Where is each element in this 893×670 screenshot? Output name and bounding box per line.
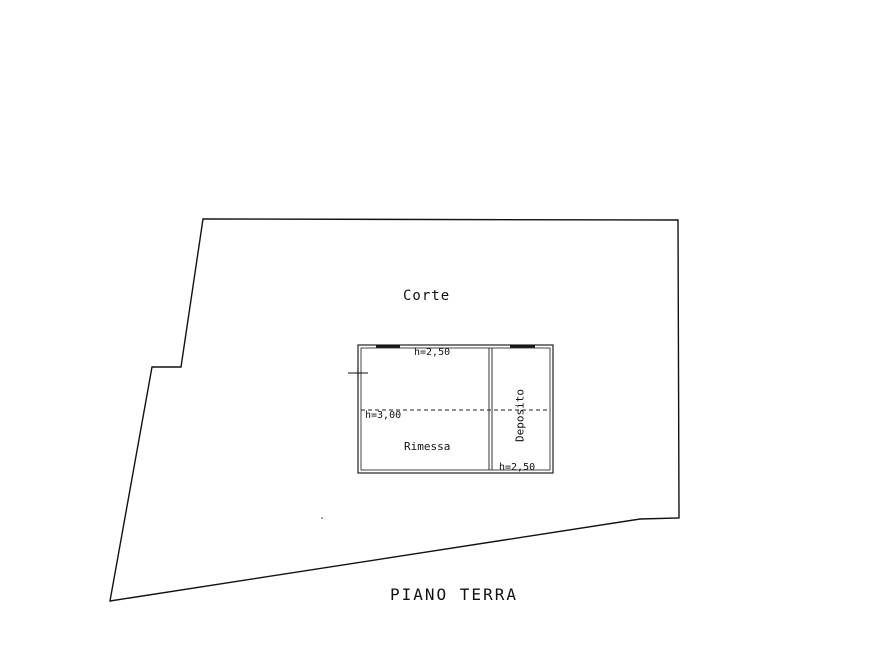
garage-top-height-label: h=2,50 [414, 347, 451, 358]
garage-label: Rimessa [404, 440, 451, 453]
storage-label: Deposito [513, 389, 527, 442]
storage-height-label: h=2,50 [499, 462, 536, 473]
lot-boundary [109, 218, 680, 602]
plan-title: PIANO TERRA [390, 585, 518, 604]
garage-mid-height-label: h=3,00 [365, 410, 402, 421]
building [348, 344, 554, 474]
courtyard-label: Corte [403, 288, 451, 304]
